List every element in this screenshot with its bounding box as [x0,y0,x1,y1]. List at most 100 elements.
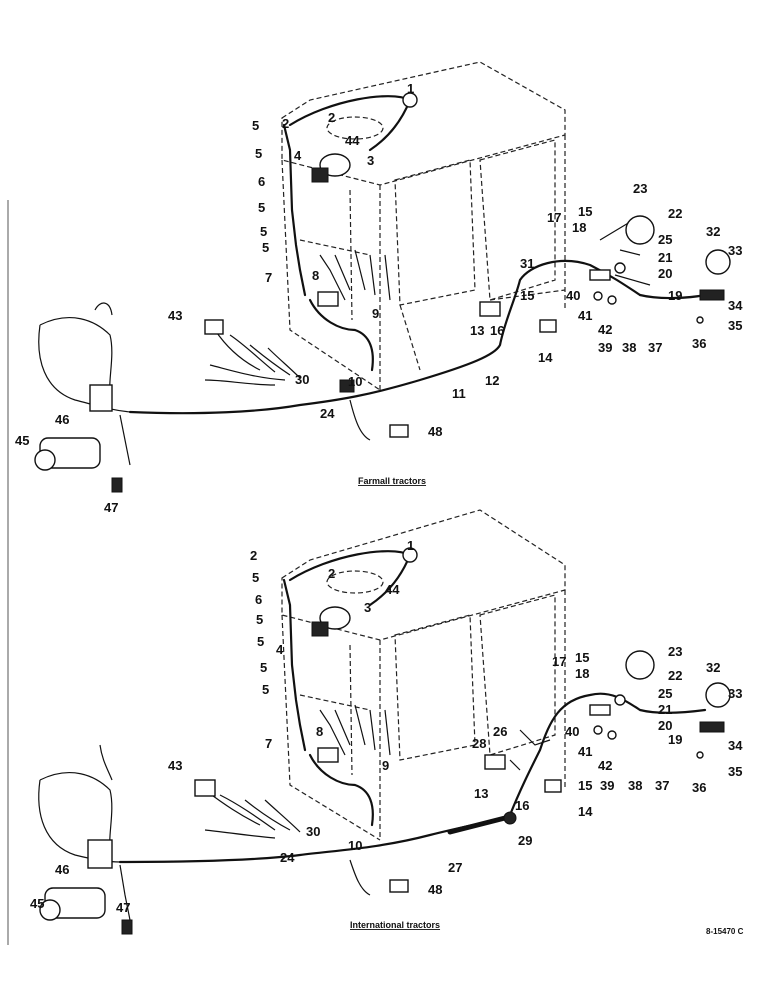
callout: 24 [280,850,295,865]
callout: 1 [407,538,414,553]
callout: 12 [485,373,499,388]
callout: 46 [55,412,69,427]
callout: 23 [633,181,647,196]
callout: 28 [472,736,486,751]
callout: 25 [658,686,672,701]
callout: 5 [256,612,263,627]
callout: 14 [538,350,553,365]
callout: 9 [382,758,389,773]
callout: 37 [655,778,669,793]
callout: 2 [282,116,289,131]
callout: 15 [520,288,534,303]
callout: 40 [566,288,580,303]
callout: 5 [260,660,267,675]
figure-reference: 8-15470 C [706,927,744,936]
callout: 33 [728,686,742,701]
callout: 47 [116,900,130,915]
callout: 30 [306,824,320,839]
callout: 4 [276,642,284,657]
callout: 13 [470,323,484,338]
callout: 5 [257,634,264,649]
farmall-caption: Farmall tractors [358,476,426,486]
callout: 11 [452,386,466,401]
callout: 20 [658,718,672,733]
components-top [34,92,731,493]
callout: 22 [668,668,682,683]
callout: 1 [407,81,414,96]
callout: 42 [598,758,612,773]
callout: 24 [320,406,335,421]
callout: 35 [728,318,742,333]
callout: 34 [728,738,743,753]
callout: 23 [668,644,682,659]
callout: 10 [348,374,362,389]
callout: 17 [552,654,566,669]
callout: 34 [728,298,743,313]
callout: 19 [668,732,682,747]
callout: 5 [258,200,265,215]
callout: 48 [428,882,442,897]
callout: 39 [598,340,612,355]
callout: 43 [168,758,182,773]
callout: 35 [728,764,742,779]
callout: 2 [328,110,335,125]
callout: 32 [706,224,720,239]
callout: 18 [575,666,589,681]
callout: 6 [258,174,265,189]
callout: 15 [575,650,589,665]
callout: 14 [578,804,593,819]
callout: 29 [518,833,532,848]
callout: 5 [252,118,259,133]
callout: 44 [345,133,360,148]
callout: 41 [578,308,592,323]
components-bottom [39,547,731,935]
callout: 47 [104,500,118,515]
callout: 36 [692,780,706,795]
cab-outline-top [281,61,566,391]
callout: 21 [658,250,672,265]
callout: 45 [30,896,44,911]
callout: 19 [668,288,682,303]
callout: 2 [250,548,257,563]
callout: 38 [622,340,636,355]
callout: 36 [692,336,706,351]
callout: 27 [448,860,462,875]
callout: 18 [572,220,586,235]
callout: 3 [367,153,374,168]
callout: 41 [578,744,592,759]
callout: 42 [598,322,612,337]
callouts-top: 1 2 2 44 3 4 5 5 6 5 5 5 7 8 9 43 30 10 … [15,81,743,515]
callout: 38 [628,778,642,793]
callout: 31 [520,256,534,271]
cab-outline-bottom [281,509,566,841]
callout: 17 [547,210,561,225]
callout: 7 [265,270,272,285]
callout: 5 [255,146,262,161]
callout: 16 [515,798,529,813]
callout: 40 [565,724,579,739]
callout: 7 [265,736,272,751]
callout: 2 [328,566,335,581]
callout: 21 [658,702,672,717]
callout: 26 [493,724,507,739]
callout: 8 [312,268,319,283]
callout: 8 [316,724,323,739]
callout: 5 [252,570,259,585]
callout: 22 [668,206,682,221]
callout: 16 [490,323,504,338]
callout: 43 [168,308,182,323]
callout: 10 [348,838,362,853]
callout: 13 [474,786,488,801]
callout: 15 [578,778,592,793]
callout: 6 [255,592,262,607]
callout: 5 [262,682,269,697]
callout: 25 [658,232,672,247]
callout: 15 [578,204,592,219]
international-assembly: 2 1 5 2 44 6 3 5 4 5 5 5 7 8 9 43 30 10 … [30,509,743,935]
international-caption: International tractors [350,920,440,930]
callout: 46 [55,862,69,877]
callout: 33 [728,243,742,258]
callout: 32 [706,660,720,675]
callout: 20 [658,266,672,281]
